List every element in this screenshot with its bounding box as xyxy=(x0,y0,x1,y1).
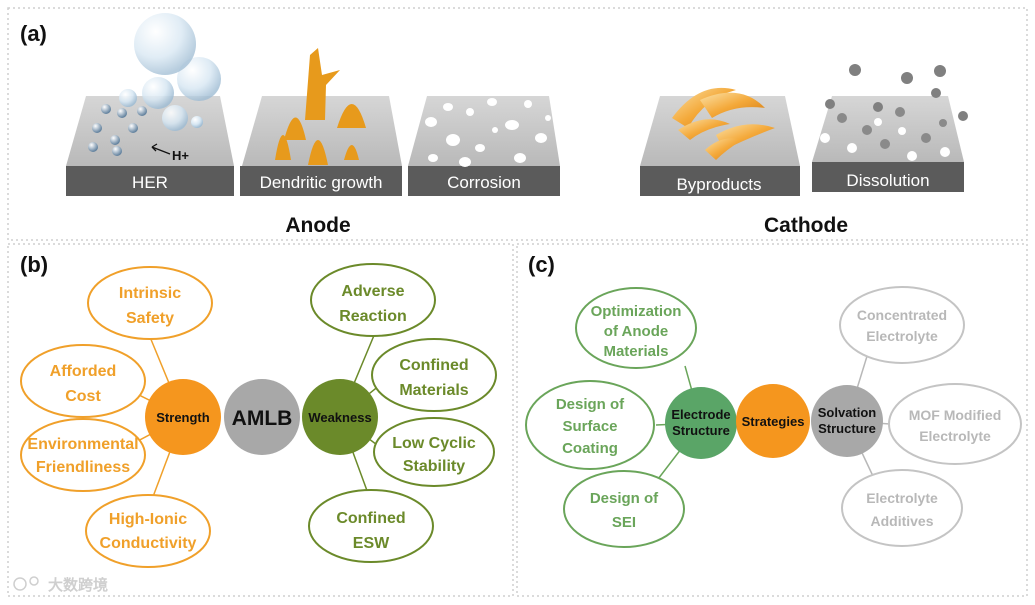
weakness-item-4-line1: Confined xyxy=(336,510,405,527)
strength-item-4-line1: High-Ionic xyxy=(109,511,187,528)
slab-label-dissolution: Dissolution xyxy=(846,171,929,190)
electrode-item-1-line3: Materials xyxy=(603,343,668,360)
strength-node xyxy=(145,379,221,455)
panel-b-frame xyxy=(7,243,514,597)
weakness-item-4: Confined ESW xyxy=(308,489,434,563)
strength-item-3: Environmental Friendliness xyxy=(20,418,146,492)
anode-label: Anode xyxy=(285,214,350,237)
slab-corrosion: Corrosion xyxy=(408,96,560,196)
weakness-item-3: Low Cyclic Stability xyxy=(373,417,495,487)
slab-label-byproducts: Byproducts xyxy=(676,175,761,194)
weakness-item-2: Confined Materials xyxy=(371,338,497,412)
electrode-item-3-line1: Design of xyxy=(590,490,659,507)
watermark-text: 大数跨境 xyxy=(48,576,108,594)
strength-item-3-line1: Environmental xyxy=(27,436,138,453)
amlb-node xyxy=(224,379,300,455)
electrode-item-1: Optimization of Anode Materials xyxy=(575,287,697,369)
solvation-node-line2: Structure xyxy=(818,421,876,436)
weakness-item-3-line1: Low Cyclic xyxy=(392,435,476,452)
watermark: 大数跨境 xyxy=(13,576,108,594)
weakness-node-label: Weakness xyxy=(308,410,371,425)
solvation-item-1: Concentrated Electrolyte xyxy=(839,286,965,364)
strength-item-4-line2: Conductivity xyxy=(100,535,197,552)
panel-a-frame xyxy=(7,7,1028,241)
strategies-node-label: Strategies xyxy=(742,414,805,429)
weakness-item-1: Adverse Reaction xyxy=(310,263,436,337)
solvation-item-1-line1: MOF Modified xyxy=(909,407,1002,423)
solvation-node-line1: Solvation xyxy=(818,405,877,420)
slab-label-corrosion: Corrosion xyxy=(447,173,521,192)
slab-her: H+ HER xyxy=(66,13,234,196)
panel-c-frame xyxy=(516,243,1028,597)
slab-label-her: HER xyxy=(132,173,168,192)
weakness-item-4-line2: ESW xyxy=(353,535,390,552)
strategies-node xyxy=(736,384,810,458)
strength-item-2-line1: Afforded xyxy=(50,363,117,380)
electrode-node-line1: Electrode xyxy=(671,407,730,422)
electrode-node-line2: Structure xyxy=(672,423,730,438)
weakness-node xyxy=(302,379,378,455)
solvation-structure-node xyxy=(811,385,883,457)
solvation-item-1-line1: Concentrated xyxy=(857,307,947,323)
slab-label-dendritic: Dendritic growth xyxy=(260,173,383,192)
solvation-item-2-line2: Electrolyte xyxy=(919,428,991,444)
electrode-item-2-line3: Coating xyxy=(562,440,618,457)
slab-dendritic: Dendritic growth xyxy=(240,48,402,196)
strength-item-1: Intrinsic Safety xyxy=(87,266,213,340)
strength-item-3-line2: Friendliness xyxy=(36,459,130,476)
slab-byproducts: Byproducts xyxy=(640,87,800,196)
strength-item-2-line2: Cost xyxy=(65,388,101,405)
cathode-label: Cathode xyxy=(764,214,848,237)
strength-item-4: High-Ionic Conductivity xyxy=(85,494,211,568)
strength-item-1-line1: Intrinsic xyxy=(119,285,181,302)
h-plus-label: H+ xyxy=(172,148,189,163)
electrode-item-1-line1: Optimization xyxy=(591,303,682,320)
electrode-item-3: Design of SEI xyxy=(563,470,685,548)
weakness-item-1-line1: Adverse xyxy=(341,283,404,300)
solvation-item-2: MOF Modified Electrolyte xyxy=(888,383,1022,465)
strength-item-2: Afforded Cost xyxy=(20,344,146,418)
electrode-item-1-line2: of Anode xyxy=(604,323,668,340)
strength-node-label: Strength xyxy=(156,410,210,425)
weakness-item-3-line2: Stability xyxy=(403,458,465,475)
electrode-item-2: Design of Surface Coating xyxy=(525,380,655,470)
electrode-item-3-line2: SEI xyxy=(612,514,636,531)
electrode-item-2-line2: Surface xyxy=(562,418,617,435)
solvation-item-3-line2: Additives xyxy=(870,513,933,529)
solvation-item-3-line1: Electrolyte xyxy=(866,490,938,506)
panel-c-letter: (c) xyxy=(528,252,555,277)
strength-item-1-line2: Safety xyxy=(126,310,174,327)
weakness-item-1-line2: Reaction xyxy=(339,308,407,325)
solvation-item-3: Electrolyte Additives xyxy=(841,469,963,547)
slab-dissolution: Dissolution xyxy=(812,64,968,192)
electrode-structure-node xyxy=(665,387,737,459)
amlb-node-label: AMLB xyxy=(232,407,293,430)
panel-a-letter: (a) xyxy=(20,21,47,46)
weakness-item-2-line2: Materials xyxy=(399,382,468,399)
weakness-item-2-line1: Confined xyxy=(399,357,468,374)
panel-b-letter: (b) xyxy=(20,252,48,277)
solvation-item-1-line2: Electrolyte xyxy=(866,328,938,344)
electrode-item-2-line1: Design of xyxy=(556,396,625,413)
